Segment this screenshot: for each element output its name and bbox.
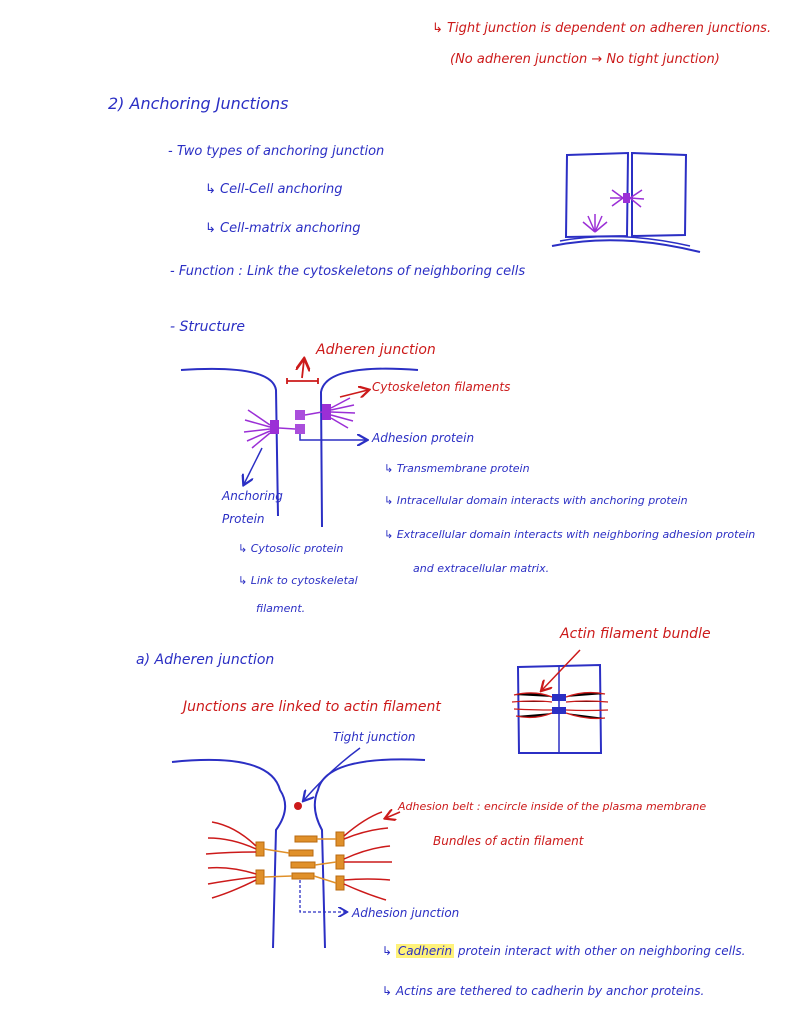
- adhesion-note-4: and extracellular matrix.: [413, 562, 550, 575]
- adheren-junction-diagram: [171, 747, 426, 949]
- note-cadherin-rest: protein interact with other on neighbori…: [454, 944, 746, 958]
- label-actin-filament-bundle: Actin filament bundle: [560, 626, 711, 642]
- section-heading-anchoring: 2) Anchoring Junctions: [108, 94, 289, 113]
- sub-cell-cell: ↳ Cell-Cell anchoring: [205, 182, 343, 197]
- header-note-tight-dependent: ↳ Tight junction is dependent on adheren…: [432, 21, 772, 36]
- subtitle-linked-actin: Junctions are linked to actin filament: [183, 699, 441, 715]
- note-actins-tethered: ↳ Actins are tethered to cadherin by anc…: [382, 984, 705, 998]
- anchoring-structure-diagram: [180, 360, 419, 528]
- note-cadherin-prefix: ↳: [382, 944, 396, 958]
- label-adhesion-junction: Adhesion junction: [352, 906, 460, 920]
- cadherin-highlight: Cadherin: [395, 944, 455, 958]
- adhesion-note-3: ↳ Extracellular domain interacts with ne…: [384, 528, 756, 541]
- bullet-function: - Function : Link the cytoskeletons of n…: [170, 264, 526, 279]
- anchoring-note-2: ↳ Link to cytoskeletal: [238, 574, 358, 587]
- label-adhesion-protein: Adhesion protein: [372, 431, 475, 445]
- sub-cell-matrix: ↳ Cell-matrix anchoring: [205, 221, 361, 236]
- subsection-heading-adheren: a) Adheren junction: [136, 652, 275, 668]
- cell-pair-sketch: [551, 151, 701, 253]
- note-cadherin: ↳ Cadherin protein interact with other o…: [382, 944, 746, 958]
- anchoring-note-3: filament.: [256, 602, 306, 615]
- label-bundles-actin: Bundles of actin filament: [433, 834, 584, 848]
- label-adhesion-belt: Adhesion belt : encircle inside of the p…: [398, 800, 707, 813]
- anchoring-note-1: ↳ Cytosolic protein: [238, 542, 344, 555]
- label-adheren-junction: Adheren junction: [316, 342, 436, 358]
- label-cytoskeleton-filaments: Cytoskeleton filaments: [372, 380, 511, 394]
- bullet-structure: - Structure: [170, 319, 245, 335]
- label-protein: Protein: [222, 512, 265, 526]
- header-note-no-adheren: (No adheren junction → No tight junction…: [450, 52, 720, 67]
- label-tight-junction: Tight junction: [333, 730, 416, 744]
- label-anchoring: Anchoring: [222, 489, 283, 503]
- adhesion-note-2: ↳ Intracellular domain interacts with an…: [384, 494, 688, 507]
- adhesion-note-1: ↳ Transmembrane protein: [384, 462, 530, 475]
- actin-bundle-sketch: [511, 649, 609, 754]
- bullet-two-types: - Two types of anchoring junction: [168, 144, 385, 159]
